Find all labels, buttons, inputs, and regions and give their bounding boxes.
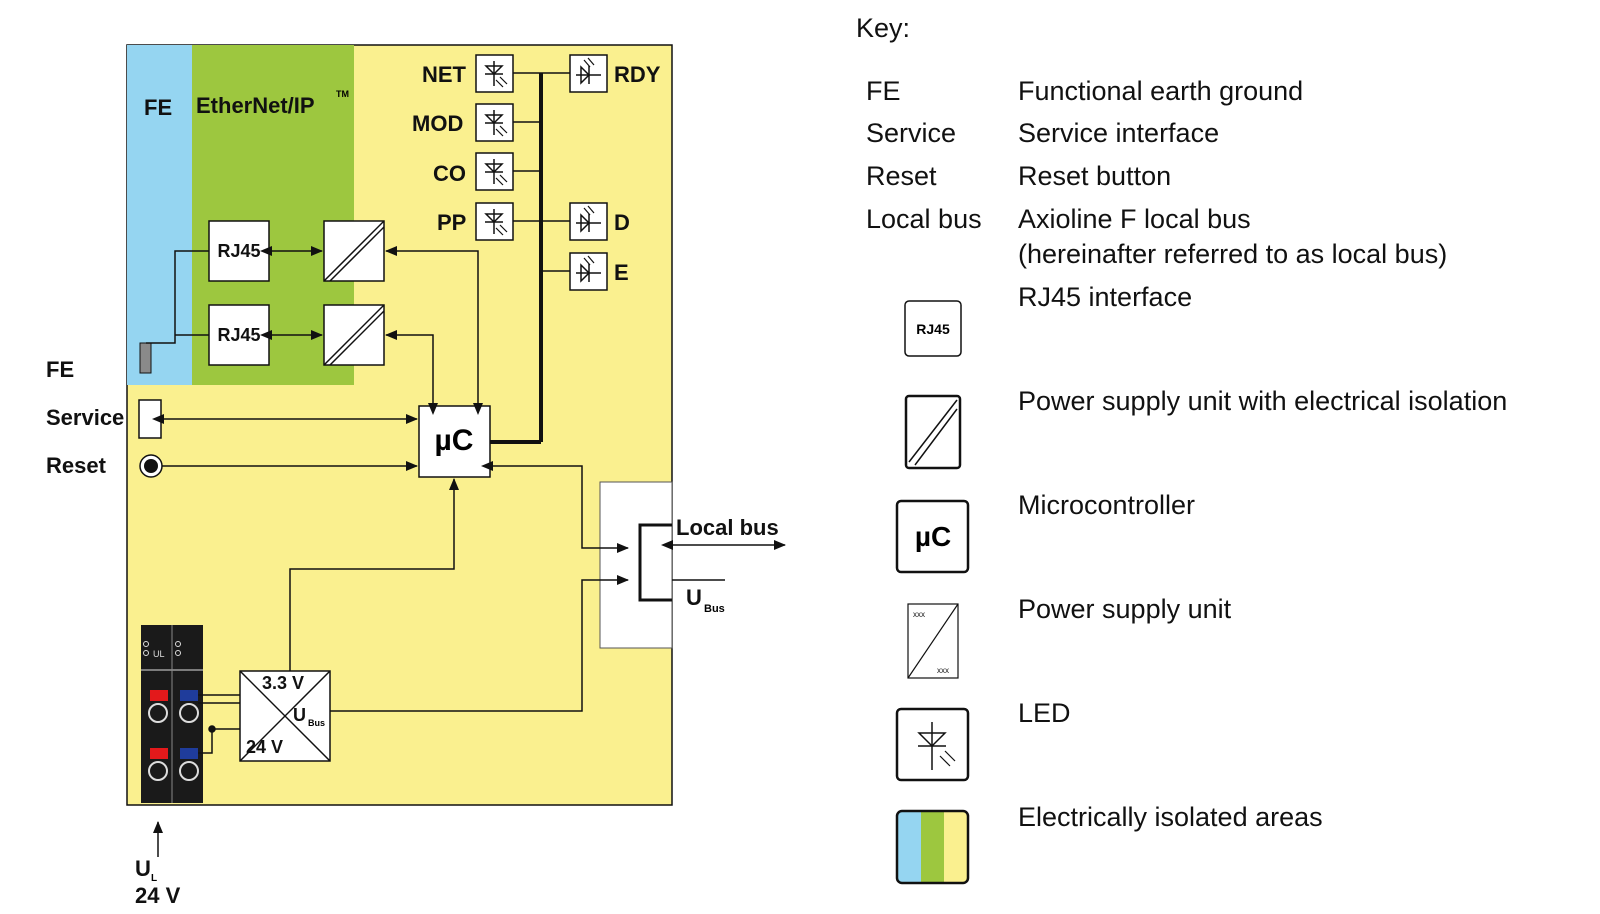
key-desc: Axioline F local bus [1018,204,1251,234]
led-bus-lines [490,72,570,444]
key-desc: Functional earth ground [1018,76,1303,106]
led-icon [475,152,514,191]
fe-area-label: FE [144,95,172,120]
psu-33v-label: 3.3 V [262,673,304,693]
led-pp-label: PP [437,210,466,235]
svg-text:RJ45: RJ45 [916,321,950,337]
led-pp: PP [437,202,514,241]
microcontroller: µC [418,405,491,478]
isolated-psu-2 [323,304,385,366]
reset-button [139,454,163,478]
psu-ubus-label: U [293,705,306,725]
key-symbol-desc: Power supply unit [1018,594,1232,624]
key-symbol-desc: Power supply unit with electrical isolat… [1018,386,1507,416]
led-icon [569,202,608,241]
key-symbol-desc: RJ45 interface [1018,282,1192,312]
power-supply-unit: 3.3 V U Bus 24 V [239,670,331,762]
supply-u-sub: L [151,873,157,884]
led-co-label: CO [433,161,466,186]
rj45-port-1: RJ45 [208,220,270,282]
terminal-block: UL [141,625,203,803]
local-bus-white-area [599,481,673,649]
key-symbol-isolated-psu: Power supply unit with electrical isolat… [904,386,1507,470]
reset-label: Reset [46,453,107,478]
fe-ground-terminal [139,342,152,374]
led-mod-label: MOD [412,111,463,136]
isolated-psu-icon [904,394,962,470]
supply-voltage: 24 V [135,883,181,908]
local-bus-connector [638,523,672,602]
led-rdy: RDY [569,54,661,93]
ubus-sub: Bus [704,603,725,615]
key-term: FE [866,76,901,106]
led-e-label: E [614,260,629,285]
connection-lines [146,246,786,712]
psu-24v-label: 24 V [246,737,283,757]
key-symbol-rj45: RJ45 RJ45 interface [904,282,1192,357]
key-symbol-microcontroller: µC Microcontroller [895,490,1195,574]
terminal-ul-label: UL [153,649,165,659]
rj45-icon: RJ45 [904,300,962,357]
led-d-label: D [614,210,630,235]
key-desc: Service interface [1018,118,1219,148]
key-entry-service: Service Service interface [866,118,1219,148]
uc-label: µC [435,424,474,457]
rj45-label: RJ45 [217,325,260,345]
supply-u-label: U [135,856,151,881]
key-symbol-led: LED [895,698,1071,782]
psu-icon: xxx xxx [907,603,959,679]
led-net: NET [422,54,514,93]
isolated-psu-1 [323,220,385,282]
psu-ubus-sub: Bus [308,718,325,728]
fe-blue-area [127,45,192,385]
key-symbol-psu: xxx xxx Power supply unit [907,594,1232,679]
led-icon [569,54,608,93]
key-term: Reset [866,161,937,191]
terminal-wires [198,694,240,754]
ethernet-tm: TM [336,89,349,99]
key-term: Service [866,118,956,148]
ubus-label: U [686,585,702,610]
key-desc-2: (hereinafter referred to as local bus) [1018,239,1447,269]
key-entry-local-bus: Local bus Axioline F local bus (hereinaf… [866,204,1447,269]
svg-text:µC: µC [915,521,951,552]
led-icon [475,202,514,241]
key-symbol-isolated-areas: Electrically isolated areas [895,802,1323,885]
led-icon [895,707,970,782]
key-title: Key: [856,13,910,43]
led-net-label: NET [422,62,467,87]
led-icon [475,103,514,142]
key-symbol-desc: LED [1018,698,1071,728]
key-entry-reset: Reset Reset button [866,161,1171,191]
svg-text:xxx: xxx [937,666,949,675]
local-bus-label: Local bus [676,515,779,540]
rj45-port-2: RJ45 [208,304,270,366]
key-symbol-desc: Electrically isolated areas [1018,802,1323,832]
led-d: D [569,202,630,241]
isolated-areas-icon [895,809,970,885]
key-term: Local bus [866,204,982,234]
rj45-label: RJ45 [217,241,260,261]
service-label: Service [46,405,124,430]
key-symbol-desc: Microcontroller [1018,490,1195,520]
led-rdy-label: RDY [614,62,661,87]
key-entry-fe: FE Functional earth ground [866,76,1303,106]
led-e: E [569,252,629,291]
fe-side-label: FE [46,357,74,382]
ethernet-label: EtherNet/IP [196,93,315,118]
microcontroller-icon: µC [895,499,970,574]
led-icon [569,252,608,291]
led-icon [475,54,514,93]
led-mod: MOD [412,103,514,142]
key-desc: Reset button [1018,161,1171,191]
led-co: CO [433,152,514,191]
service-port [138,399,162,439]
svg-text:xxx: xxx [913,610,925,619]
